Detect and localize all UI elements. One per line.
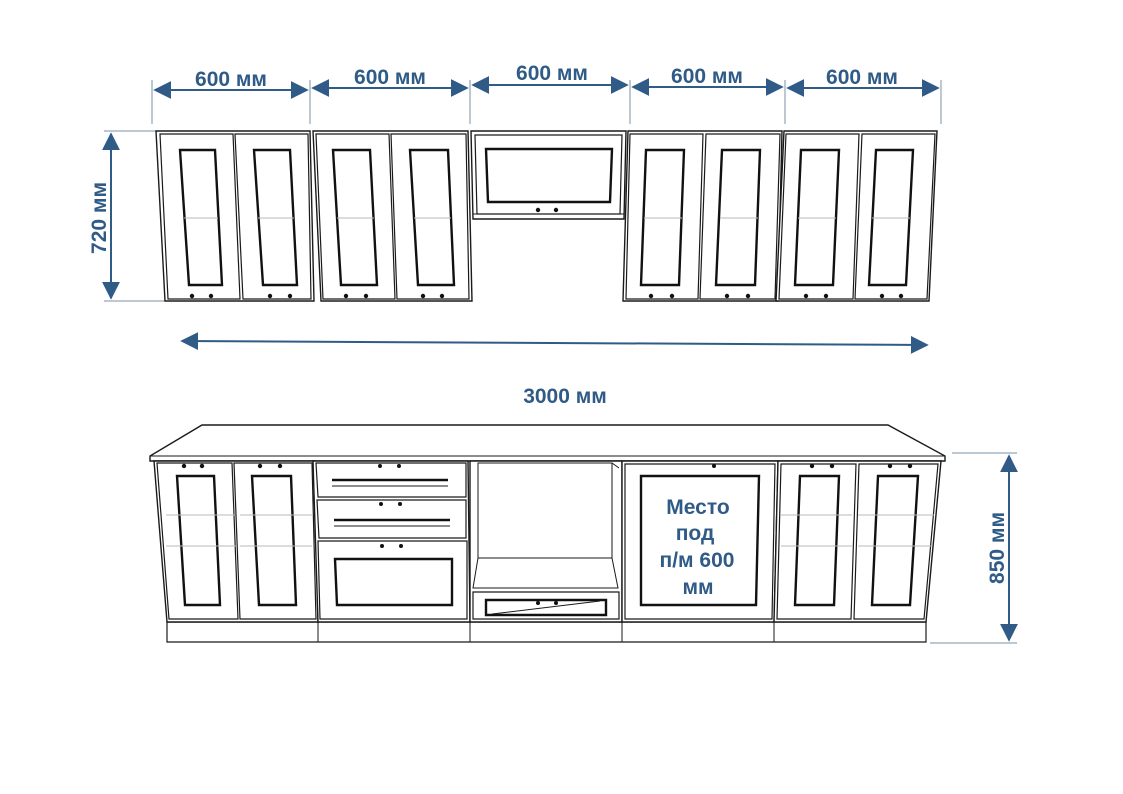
lower-height-dimension: 850 мм: [930, 452, 1018, 644]
upper-height-dimension: 720 мм: [88, 130, 165, 302]
lower-door-2-glass: [250, 474, 298, 607]
lower-door-1-glass: [175, 474, 222, 607]
lower-height-label: 850 мм: [986, 512, 1009, 584]
total-width-label: 3000 мм: [523, 385, 607, 408]
appliance-door-panel: [639, 474, 761, 607]
upper-cabinet-1: [155, 130, 315, 302]
lower-cabinet-3-oven-niche: [469, 460, 623, 623]
upper-cabinet-2: [312, 130, 473, 302]
lower-cabinets: Место под п/м 600 мм: [149, 424, 946, 643]
upper-height-label: 720 мм: [88, 182, 111, 254]
appliance-space-label-line-2: под: [676, 522, 715, 545]
upper-cabinet-5: [775, 130, 938, 302]
upper-cabinet-3-hood: [470, 130, 627, 220]
upper-width-label-5: 600 мм: [826, 66, 898, 89]
lower-cabinet-2-drawers: [312, 460, 471, 623]
upper-cabinet-4: [622, 130, 783, 302]
upper-width-label-4: 600 мм: [671, 65, 743, 88]
plinth: [166, 621, 927, 643]
upper-cabinets: [155, 130, 938, 302]
total-width-dimension: 3000 мм: [180, 332, 929, 408]
hood-door-glass: [484, 147, 614, 204]
upper-width-dimensions: 600 мм 600 мм 600 мм 600 мм 600 мм: [151, 62, 942, 124]
drawer-3-panel: [333, 557, 454, 607]
upper-width-label-2: 600 мм: [354, 66, 426, 89]
lower-door-3-glass: [793, 474, 841, 607]
appliance-space-label-line-4: мм: [682, 576, 713, 599]
upper-width-label-1: 600 мм: [195, 68, 267, 91]
upper-width-label-3: 600 мм: [516, 62, 588, 85]
lower-cabinet-1: [153, 460, 319, 623]
lower-cabinet-4-appliance-space: Место под п/м 600 мм: [621, 460, 779, 623]
lower-door-4-glass: [870, 474, 920, 607]
lower-cabinet-5: [773, 460, 942, 623]
appliance-space-label-line-1: Место: [666, 496, 729, 519]
appliance-space-label-line-3: п/м 600: [660, 549, 735, 572]
total-width-dimension-line: [180, 332, 929, 354]
